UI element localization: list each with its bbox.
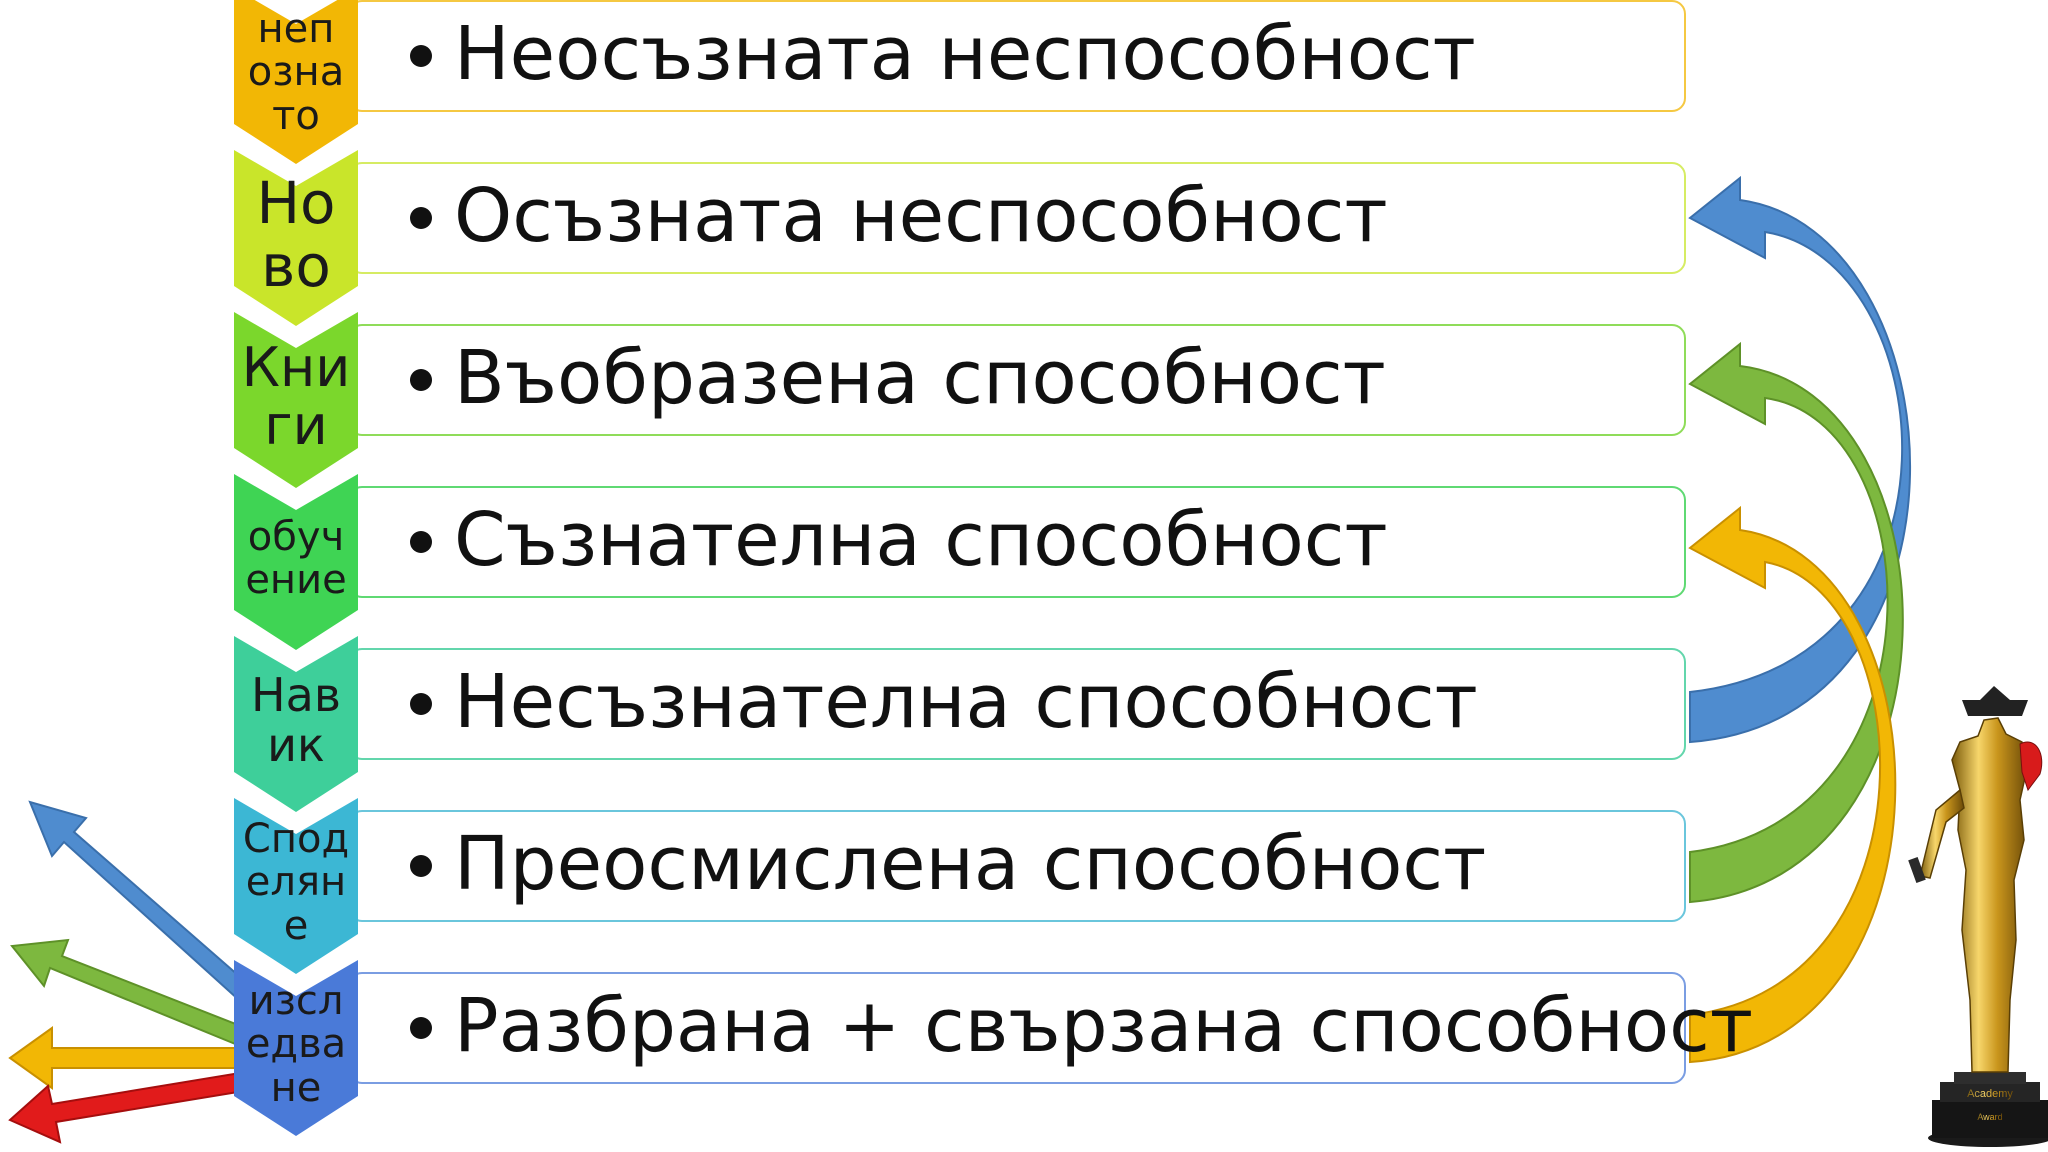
bullet-icon <box>410 369 432 391</box>
stage-chevron <box>234 312 358 488</box>
blue-return-arrow <box>1688 175 1911 744</box>
stage-label-line: во <box>261 231 331 300</box>
bullet-icon <box>410 855 432 877</box>
stage-chevron <box>234 636 358 812</box>
stage-label-line: елян <box>245 859 347 906</box>
stage-row-text: Въобразена способност <box>454 335 1386 421</box>
stage-label-line: Кни <box>241 335 351 399</box>
stage-label-line: то <box>272 92 320 139</box>
yellow-return-arrow <box>1688 505 1897 1064</box>
stage-row-text: Осъзната неспособност <box>454 173 1388 259</box>
stage-label-line: едва <box>245 1021 347 1068</box>
stage-row-box <box>348 162 1686 274</box>
green-return-arrow <box>1688 341 1904 904</box>
stage-row-text: Съзнателна способност <box>454 497 1388 583</box>
stage-row-text: Несъзнателна способност <box>454 659 1478 745</box>
trophy-plaque-line1: Academy <box>1967 1088 2013 1100</box>
stage-row-box <box>348 324 1686 436</box>
bullet-icon <box>410 531 432 553</box>
stage-label-line: озна <box>247 49 345 96</box>
stage-chevron <box>234 798 358 974</box>
oscar-trophy-icon: Academy Award <box>1908 686 2048 1147</box>
stage-label-line: не <box>270 1064 322 1111</box>
stage-chevron <box>234 150 358 326</box>
bullet-icon <box>410 1017 432 1039</box>
stage-row-box <box>348 648 1686 760</box>
stage-label-line: ик <box>267 717 325 772</box>
trophy-plaque-line2: Award <box>1977 1112 2002 1122</box>
stage-row-text: Разбрана + свързана способност <box>454 983 1753 1069</box>
bullet-icon <box>410 693 432 715</box>
red-outgoing-arrow <box>8 1070 252 1144</box>
stage-chevron <box>234 474 358 650</box>
return-arrows <box>1688 175 1911 1064</box>
stage-label-line: обуч <box>247 513 345 560</box>
stage-label-line: е <box>283 902 309 949</box>
stage-row-box <box>348 810 1686 922</box>
stage-label-line: изсл <box>248 978 344 1025</box>
stage-label-line: Но <box>256 169 336 238</box>
stage-label-line: Нав <box>251 668 341 723</box>
stage-row-text: Преосмислена способност <box>454 821 1487 907</box>
stage-chevron <box>234 0 358 164</box>
blue-outgoing-arrow <box>28 800 264 1012</box>
stage-label-line: Спод <box>242 816 350 863</box>
stage-label-line: ение <box>245 556 347 603</box>
stage-row-box <box>348 972 1686 1084</box>
stage-label-line: неп <box>257 6 335 53</box>
stage-chevron <box>234 960 358 1136</box>
stage-row-box <box>348 486 1686 598</box>
green-outgoing-arrow <box>10 938 258 1050</box>
stage-row-text: Неосъзната неспособност <box>454 11 1476 97</box>
bullet-icon <box>410 45 432 67</box>
yellow-outgoing-arrow <box>8 1026 243 1090</box>
stage-row-box <box>348 0 1686 112</box>
outgoing-arrows <box>8 800 264 1144</box>
stage-label-line: ги <box>264 393 328 457</box>
bullet-icon <box>410 207 432 229</box>
